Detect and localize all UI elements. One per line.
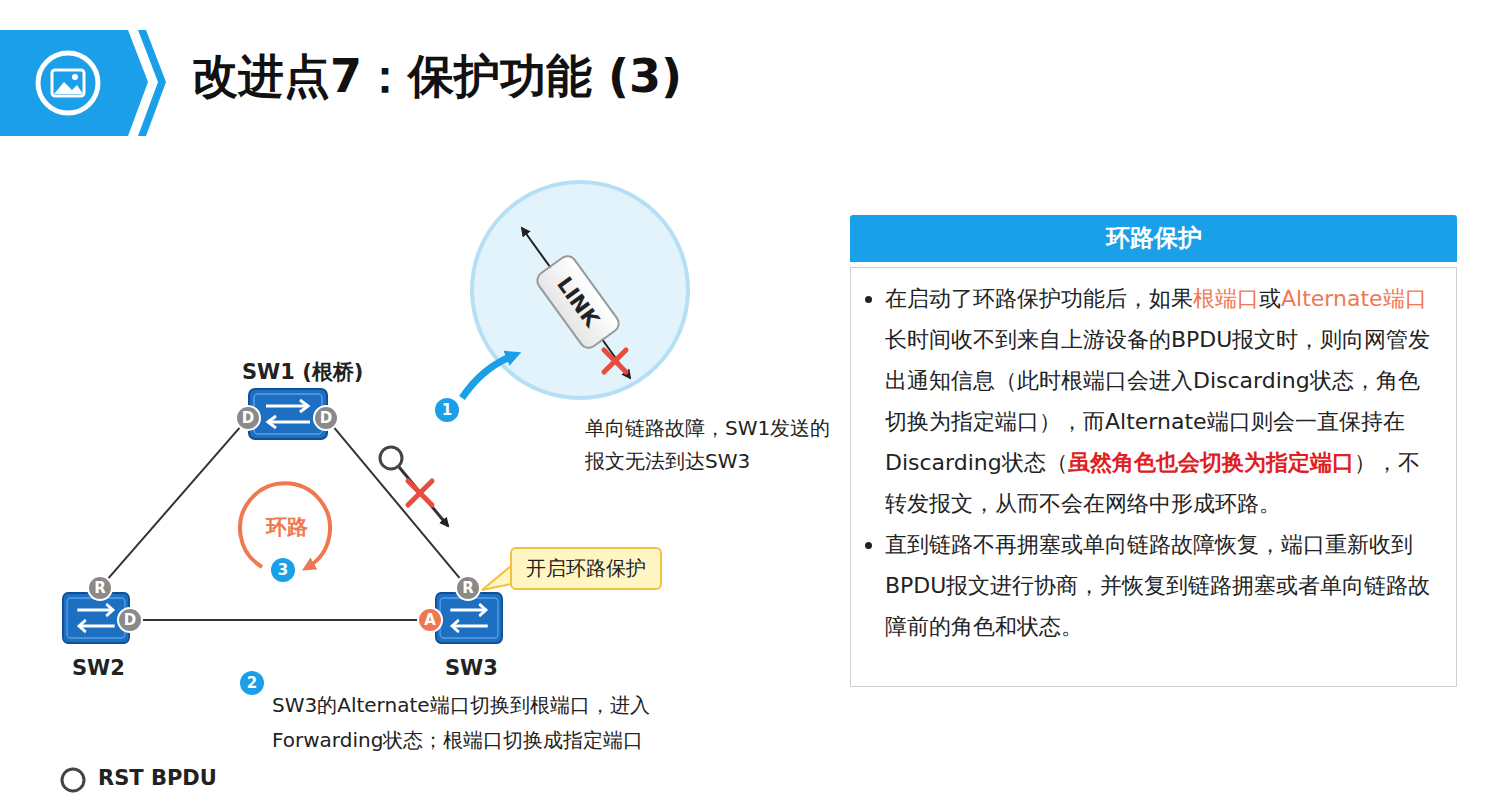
slide-title: 改进点7：保护功能 (3) [192,46,682,108]
switch-node: SW1 (根桥)DD [248,388,328,440]
switch-label: SW1 (根桥) [242,358,363,386]
panel-text: 或 [1259,286,1281,311]
panel-text: 在启动了环路保护功能后，如果 [885,286,1193,311]
bpdu-symbol [380,447,448,526]
link-line [522,228,630,378]
bullet-list: 在启动了环路保护功能后，如果根端口或Alternate端口长时间收不到来自上游设… [859,278,1440,647]
switch-label: SW2 [72,656,125,680]
zoom-arrow [462,356,512,398]
switch-node: SW3RA [435,592,503,644]
info-panel: 环路保护在启动了环路保护功能后，如果根端口或Alternate端口长时间收不到来… [850,215,1457,687]
panel-text: Alternate端口 [1281,286,1427,311]
note-box: 开启环路保护 [510,547,662,590]
loop-label: 环路 [263,514,311,541]
callout-number: 3 [271,558,295,582]
port-circle: D [313,405,339,431]
switch-node: SW2RD [62,592,130,644]
port-circle: R [87,575,113,601]
note-pointer [482,566,511,590]
magnifier [472,182,688,398]
panel-header: 环路保护 [850,215,1457,262]
header-band [0,30,166,136]
link-line [109,428,240,578]
bullet-item: 在启动了环路保护功能后，如果根端口或Alternate端口长时间收不到来自上游设… [885,278,1440,524]
switch-label: SW3 [445,656,498,680]
fail-mark [408,481,432,505]
legend-sample [62,769,84,791]
panel-text: 根端口 [1193,286,1259,311]
loop-arrow [240,483,330,567]
fail-mark [604,350,626,372]
link-line [334,428,459,578]
step-text: 单向链路故障，SW1发送的报文无法到达SW3 [585,412,843,478]
port-circle: D [117,607,143,633]
bullet-item: 直到链路不再拥塞或单向链路故障恢复，端口重新收到BPDU报文进行协商，并恢复到链… [885,524,1440,647]
port-circle: R [455,575,481,601]
panel-body: 在启动了环路保护功能后，如果根端口或Alternate端口长时间收不到来自上游设… [850,267,1457,687]
callout-number: 2 [240,671,264,695]
legend-text: RST BPDU [98,766,217,790]
panel-text: 虽然角色也会切换为指定端口 [1068,450,1354,475]
panel-text: 直到链路不再拥塞或单向链路故障恢复，端口重新收到BPDU报文进行协商，并恢复到链… [885,532,1430,639]
link-line [143,619,417,621]
port-circle: D [235,405,261,431]
port-circle: A [417,607,443,633]
callout-number: 1 [435,398,459,422]
step-text: SW3的Alternate端口切换到根端口，进入Forwarding状态；根端口… [272,688,717,758]
